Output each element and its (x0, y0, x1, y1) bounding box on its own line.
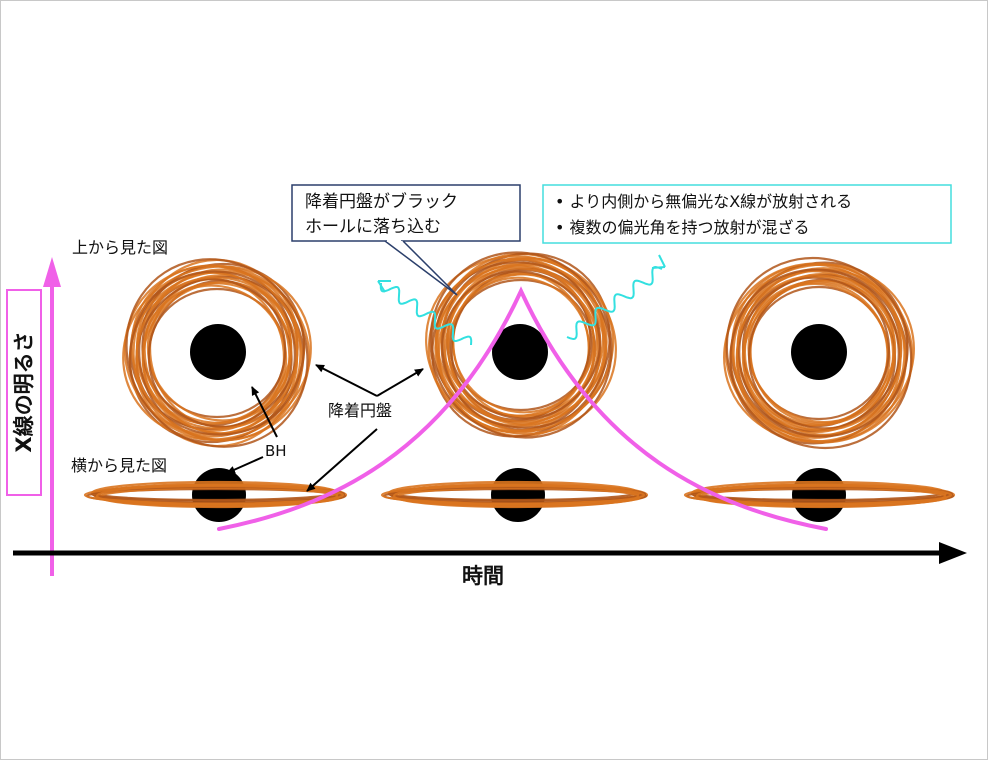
callout-emission: • より内側から無偏光なX線が放射される • 複数の偏光角を持つ放射が混ざる (542, 184, 952, 244)
disk-stroke (429, 251, 613, 439)
x-axis-arrowhead (939, 542, 967, 564)
disk-stroke (736, 274, 902, 432)
side-view-2 (380, 468, 649, 522)
callout-fall-pointer (384, 240, 458, 296)
bh-arrow-side (226, 456, 264, 474)
top-view-disk-3 (723, 256, 915, 450)
photon-arrowhead-right (651, 254, 666, 269)
black-hole-top-1 (190, 324, 246, 380)
callout-emission-line-2: • 複数の偏光角を持つ放射が混ざる (555, 218, 810, 237)
disk-ring (122, 258, 312, 448)
disk-stroke (436, 267, 606, 423)
disk-stroke (431, 252, 611, 438)
side-view-label: 横から見た図 (71, 456, 167, 475)
y-axis-label: X線の明るさ (12, 331, 36, 452)
top-view-disk-1 (122, 258, 312, 448)
x-axis-label: 時間 (462, 564, 504, 588)
disk-stroke (725, 256, 913, 450)
disk-label: 降着円盤 (328, 401, 392, 420)
disk-stroke (742, 279, 896, 427)
callout-fall-box (291, 184, 521, 242)
top-view-label: 上から見た図 (72, 238, 168, 257)
disk-arrow-left (315, 364, 378, 397)
photon-wave-right (566, 265, 663, 341)
disk-flat-stroke (695, 483, 947, 509)
callout-emission-line-1: • より内側から無偏光なX線が放射される (555, 192, 852, 211)
y-axis-label-box (6, 289, 42, 496)
light-curve (217, 286, 828, 531)
black-hole-top-3 (791, 324, 847, 380)
callout-fall: 降着円盤がブラック ホールに落ち込む (291, 184, 521, 296)
callout-fall-line-1: 降着円盤がブラック (305, 191, 458, 212)
disk-stroke (731, 263, 907, 443)
photon-arrowhead-left (377, 280, 391, 293)
callout-fall-line-2: ホールに落ち込む (305, 217, 441, 237)
y-axis-arrowhead (43, 257, 61, 287)
bh-label: BH (265, 442, 287, 460)
side-view-1 (83, 468, 348, 522)
black-hole-side-1 (192, 468, 246, 522)
disk-stroke (122, 265, 312, 441)
disk-flat-stroke (95, 483, 339, 509)
photon-wave-left (379, 282, 473, 346)
disk-stroke (442, 273, 600, 417)
disk-arrow-right (376, 368, 424, 397)
disk-stroke (741, 276, 897, 430)
disk-flat (380, 480, 649, 509)
disk-stroke (723, 263, 915, 443)
black-hole-top-2 (492, 324, 548, 380)
callout-emission-box (542, 184, 952, 244)
disk-flat-stroke (392, 483, 640, 509)
disk-ring (723, 256, 915, 450)
disk-flat (683, 480, 956, 509)
bh-arrow-top (251, 386, 278, 438)
side-view-3 (683, 468, 956, 522)
black-hole-side-2 (491, 468, 545, 522)
disk-flat (83, 480, 348, 509)
disk-stroke (448, 278, 594, 412)
black-hole-side-3 (792, 468, 846, 522)
disk-stroke (736, 270, 902, 436)
disk-arrow-side (306, 428, 378, 492)
